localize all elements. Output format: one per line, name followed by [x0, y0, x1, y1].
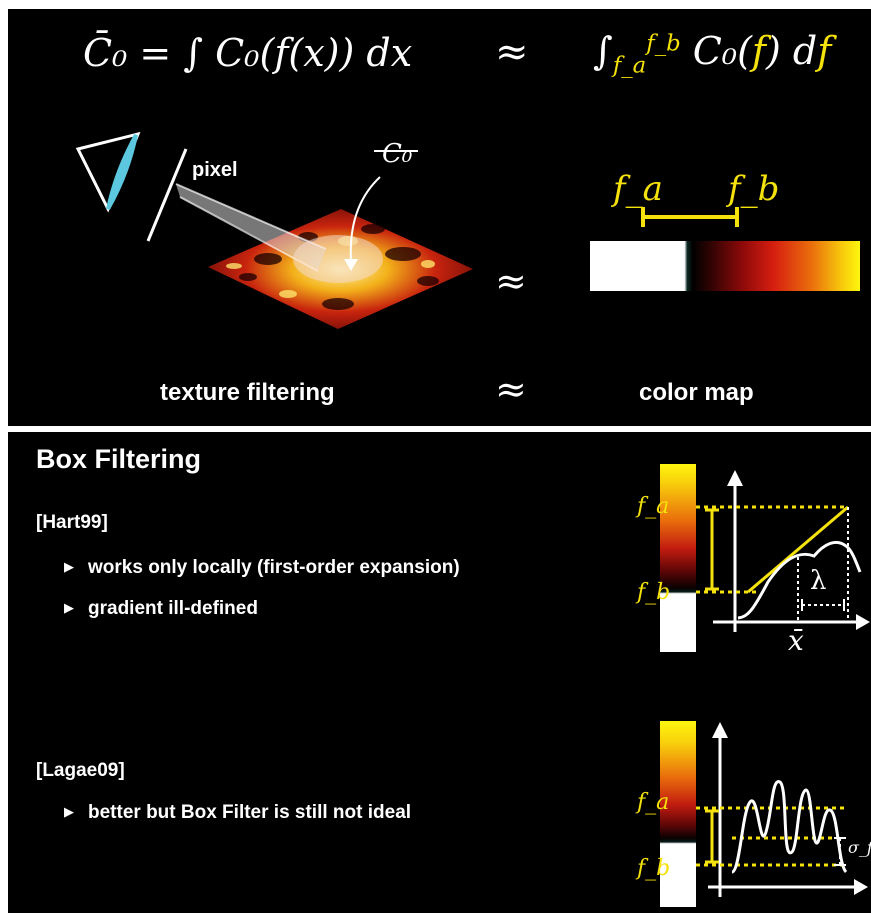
bullet-arrow-icon: ▶ [64, 804, 74, 819]
graph2-fb-label: f_b [637, 856, 671, 881]
equation-rhs-integral: ∫ [593, 29, 613, 73]
colormap-bar [590, 241, 860, 291]
equation-rhs-lower: f_a [612, 52, 647, 79]
graph1 [696, 470, 870, 632]
graph2-fa-label: f_a [637, 790, 670, 815]
caption-approx: ≈ [495, 367, 527, 411]
equation-rhs: ∫f_af_b C₀(f) df [593, 29, 831, 79]
fab-range-bar [642, 215, 738, 219]
graph1-xbar-label: x̄ [788, 624, 804, 657]
bullet-arrow-icon: ▶ [64, 559, 74, 574]
c0-label: C₀ [382, 139, 413, 169]
fab-range-tick-b [735, 207, 739, 227]
top-slide-panel: C̄₀ = ∫ C₀(f(x)) dx ≈ ∫f_af_b C₀(f) df [8, 9, 871, 426]
fa-label: f_a [613, 169, 663, 209]
lagae-reference: [Lagae09] [36, 760, 125, 781]
equation-rhs-body-end: ) d [766, 29, 818, 73]
pixel-plane-line [146, 148, 188, 242]
equation-rhs-f: f [751, 29, 766, 73]
graph2-sigma-label: σ_f [848, 838, 871, 857]
bullet-item: ▶ works only locally (first-order expansi… [64, 557, 460, 579]
equation-rhs-body-start: C₀( [692, 29, 752, 73]
caption-texture-filtering: texture filtering [160, 379, 335, 406]
equation-rhs-df: f [817, 29, 832, 73]
equation-rhs-upper: f_b [646, 30, 681, 57]
texture-filtering-illustration [75, 131, 473, 329]
bullet-text: better but Box Filter is still not ideal [88, 802, 412, 823]
graph2-colorbar [660, 721, 696, 907]
graph1-fb-label: f_b [637, 580, 671, 605]
equation-approx: ≈ [495, 29, 529, 75]
pixel-label: pixel [192, 159, 238, 181]
eye-lens-icon [106, 134, 138, 210]
hart-reference: [Hart99] [36, 512, 108, 533]
graph1-colorbar [660, 464, 696, 652]
fab-range-tick-a [641, 207, 645, 227]
section-title: Box Filtering [36, 444, 202, 474]
bullet-arrow-icon: ▶ [64, 600, 74, 615]
pixel-frustum [176, 184, 326, 269]
texture-blobs [239, 224, 439, 310]
bullet-text: works only locally (first-order expansio… [88, 557, 460, 578]
c0-arrow-head [344, 259, 358, 271]
bullet-item: ▶ gradient ill-defined [64, 598, 258, 620]
bullet-text: gradient ill-defined [88, 598, 258, 619]
c0-arrow [349, 176, 381, 262]
caption-color-map: color map [639, 379, 754, 406]
box-filter-graphs [696, 470, 870, 897]
graph2 [696, 722, 868, 897]
pixel-footprint [293, 235, 383, 283]
graph1-lambda-label: λ [810, 566, 827, 596]
graph1-fa-label: f_a [637, 494, 670, 519]
equation-lhs: C̄₀ = ∫ C₀(f(x)) dx [83, 31, 413, 75]
fb-label: f_b [728, 169, 780, 209]
bottom-slide-panel: Box Filtering [Hart99] ▶ works only local… [8, 432, 871, 913]
middle-approx: ≈ [495, 259, 527, 303]
bullet-item: ▶ better but Box Filter is still not idea… [64, 802, 411, 824]
